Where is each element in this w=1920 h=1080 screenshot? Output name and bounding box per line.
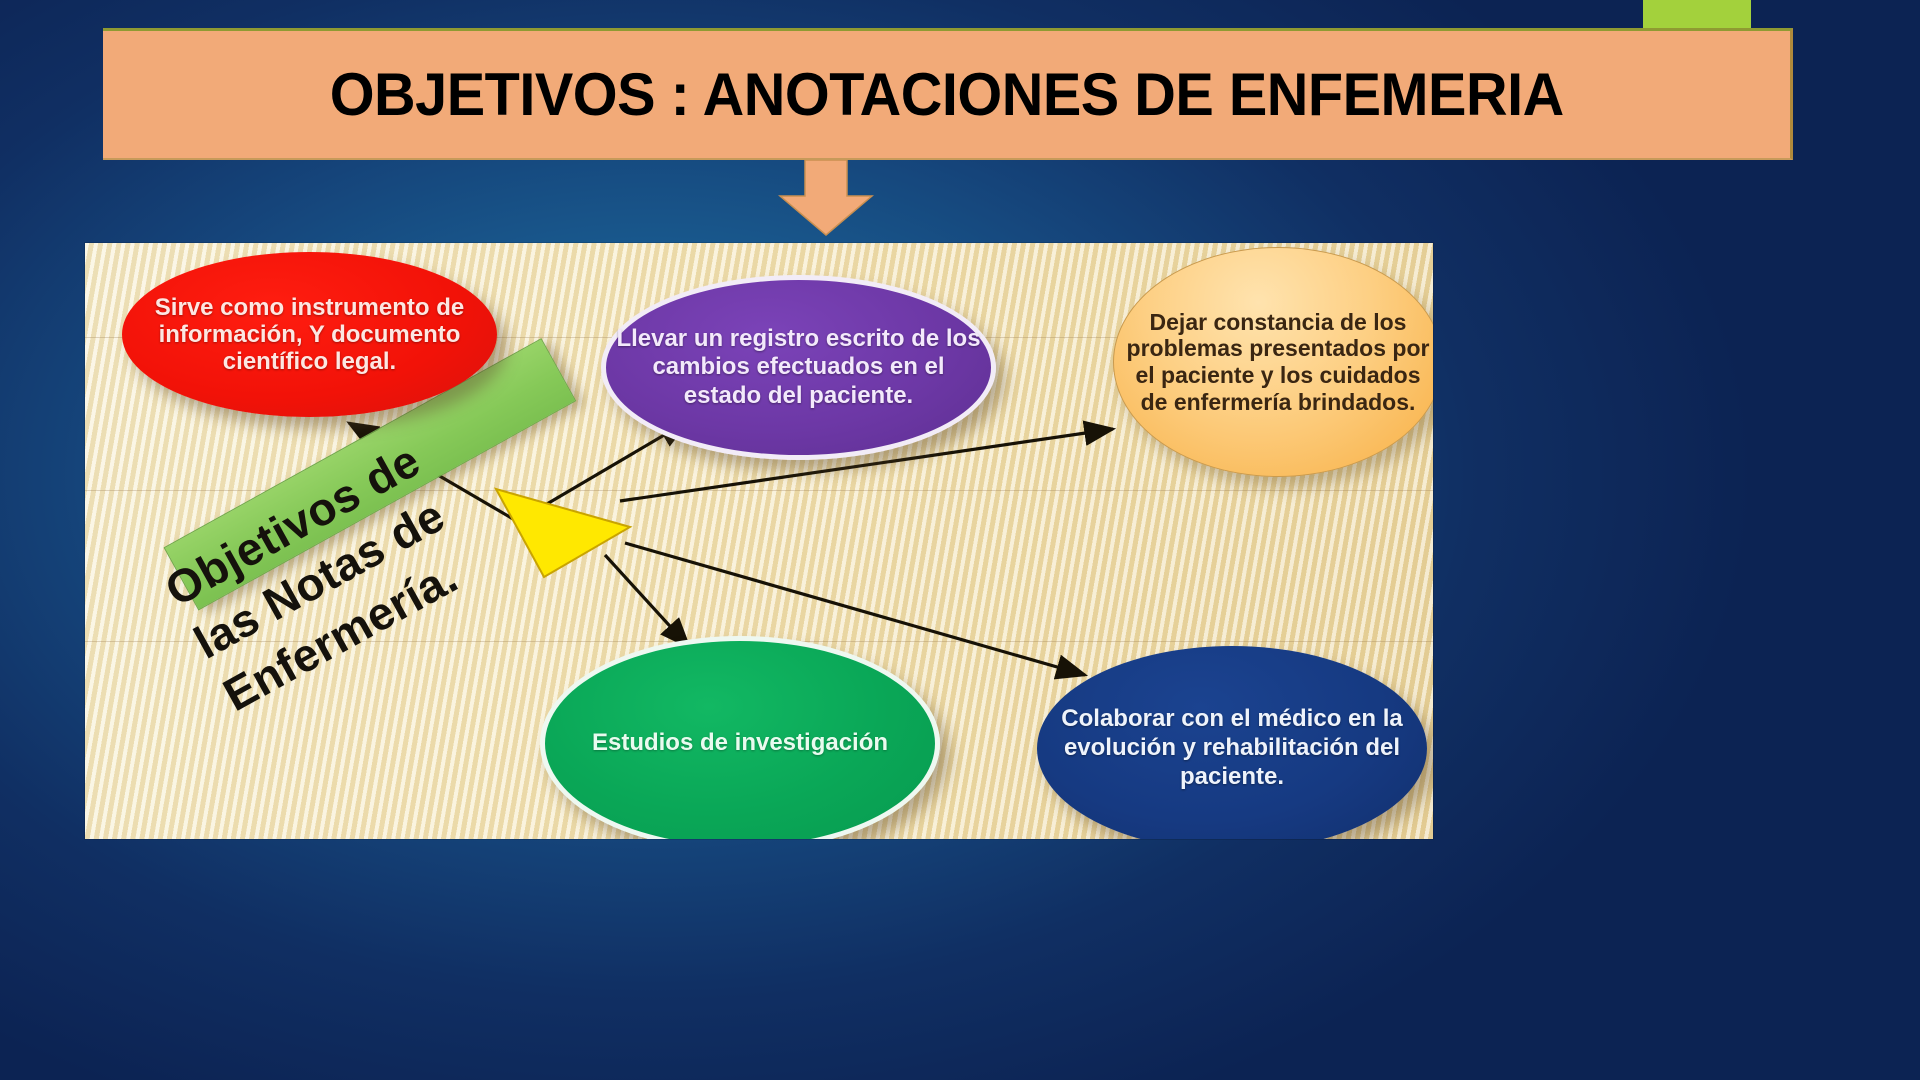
- node-purple[interactable]: Llevar un registro escrito de los cambio…: [601, 275, 996, 460]
- node-navy-text: Colaborar con el médico en la evolución …: [1061, 705, 1403, 790]
- node-orange[interactable]: Dejar constancia de los problemas presen…: [1113, 247, 1433, 477]
- node-purple-text: Llevar un registro escrito de los cambio…: [616, 325, 981, 409]
- title-banner-fill: OBJETIVOS : ANOTACIONES DE ENFEMERIA: [103, 28, 1793, 160]
- down-arrow-icon: [778, 160, 874, 236]
- yellow-triangle-icon: [493, 487, 633, 579]
- arrow-to-green: [603, 553, 692, 650]
- node-green[interactable]: Estudios de investigación: [540, 636, 940, 839]
- accent-block-green: [1643, 0, 1751, 30]
- arrow-to-purple: [534, 419, 691, 513]
- node-navy[interactable]: Colaborar con el médico en la evolución …: [1037, 646, 1427, 839]
- node-red[interactable]: Sirve como instrumento de información, Y…: [122, 252, 497, 417]
- connector-arrows: [346, 419, 1117, 680]
- arrow-to-navy: [624, 541, 1089, 680]
- node-orange-text: Dejar constancia de los problemas presen…: [1126, 308, 1430, 415]
- page-title: OBJETIVOS : ANOTACIONES DE ENFEMERIA: [329, 60, 1564, 128]
- node-green-text: Estudios de investigación: [591, 729, 889, 757]
- paper-rule-line: [85, 490, 1433, 491]
- title-banner: OBJETIVOS : ANOTACIONES DE ENFEMERIA: [103, 28, 1793, 160]
- diagram-image: Objetivos de las Notas de Enfermería. Si…: [85, 243, 1433, 839]
- node-red-text: Sirve como instrumento de información, Y…: [154, 293, 465, 376]
- arrow-to-orange: [619, 420, 1117, 503]
